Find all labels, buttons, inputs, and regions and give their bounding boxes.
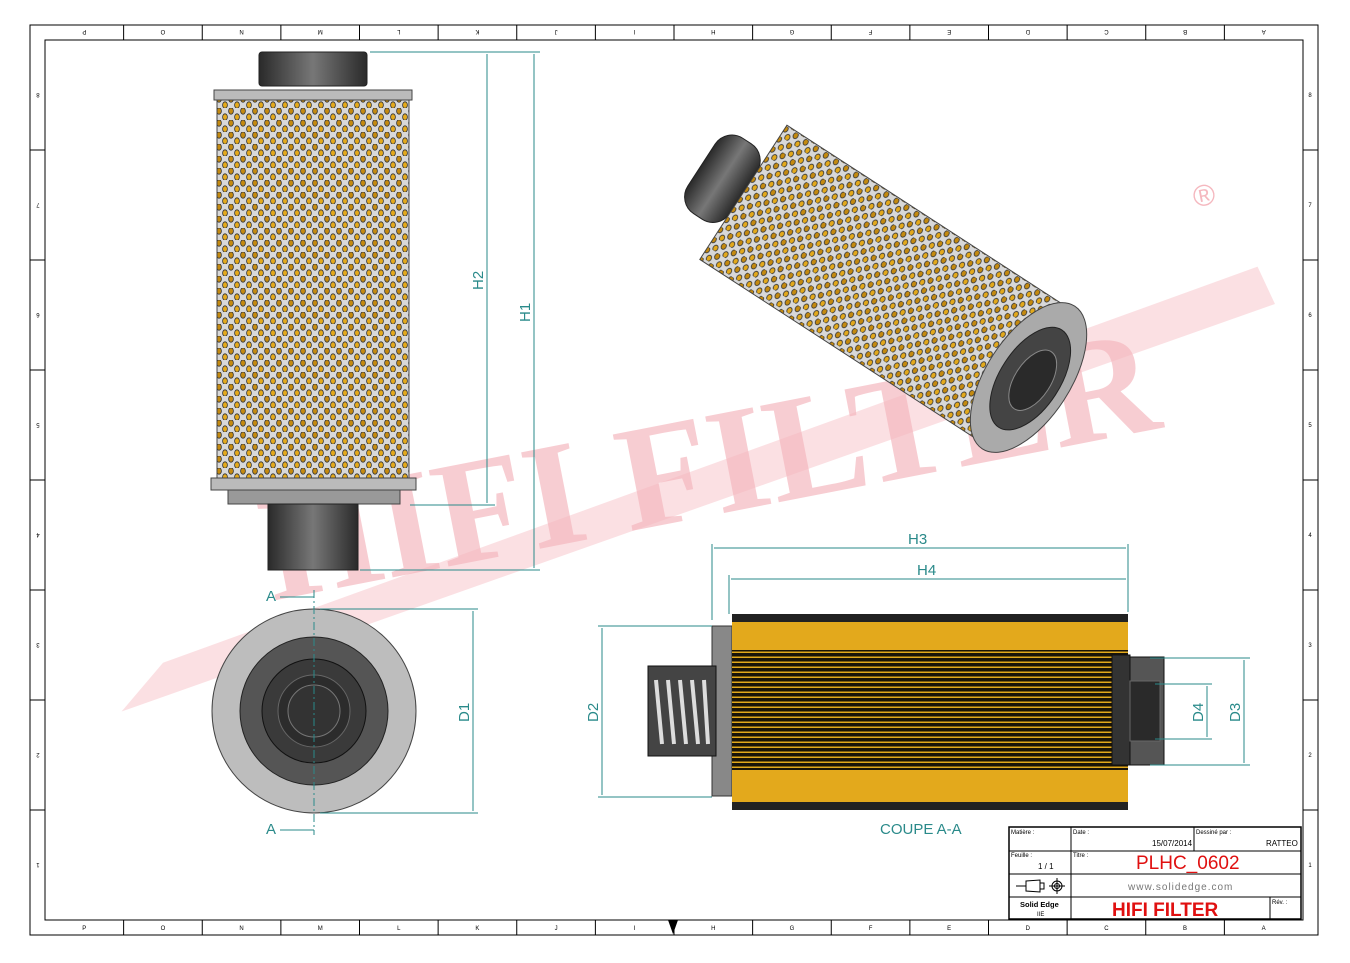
zone-column-label: I [634, 926, 636, 932]
section-marker-top: A [266, 588, 276, 605]
dimension-label-h2: H2 [470, 271, 487, 290]
zone-column-label: J [555, 926, 558, 932]
dimension-label-d4: D4 [1190, 703, 1207, 722]
zone-row-label: 3 [1308, 643, 1312, 649]
zone-column-label: K [475, 926, 479, 932]
zone-column-label-top: F [868, 28, 872, 34]
border-zone-labels: P P O O N N M M L L K K J J I I H H G G F F E E D D C C B B A A 1 1 2 2 3 3 4 4… [30, 25, 1318, 935]
date-label: Date : [1073, 830, 1089, 836]
zone-row-label: 2 [1308, 753, 1312, 759]
zone-column-label: G [790, 926, 795, 932]
zone-column-label-top: I [634, 28, 636, 34]
section-view: H3 H4 D2 D3 D4 COUPE A-A [585, 531, 1250, 838]
zone-row-label: 1 [1308, 863, 1312, 869]
zone-column-label: B [1183, 926, 1187, 932]
zone-column-label: P [82, 926, 86, 932]
sheet-label: Feuille : [1011, 853, 1032, 859]
zone-row-label-left: 2 [36, 751, 40, 757]
website-text: www.solidedge.com [1127, 882, 1233, 893]
zone-row-label-left: 5 [36, 421, 40, 427]
zone-column-label-top: J [555, 28, 558, 34]
dimension-label-d1: D1 [456, 703, 473, 722]
title-label: Titre : [1073, 853, 1088, 859]
zone-row-label: 7 [1308, 203, 1312, 209]
isometric-view [684, 124, 1088, 453]
zone-column-label-top: K [475, 28, 479, 34]
zone-row-label-left: 7 [36, 201, 40, 207]
zone-column-label: A [1262, 926, 1266, 932]
front-view [210, 51, 417, 571]
drawn-by-value: RATTEO [1266, 839, 1298, 848]
title-block: Matière : Date : 15/07/2014 Dessiné par … [1008, 826, 1302, 921]
zone-column-label-top: B [1183, 28, 1187, 34]
dimension-label-h4: H4 [917, 562, 936, 579]
zone-column-label-top: E [947, 28, 951, 34]
zone-column-label-top: G [789, 28, 794, 34]
drawn-by-label: Dessiné par : [1196, 830, 1232, 836]
zone-column-label: C [1104, 926, 1109, 932]
zone-column-label-top: H [711, 28, 715, 34]
revision-label: Rév. : [1272, 900, 1288, 906]
zone-column-label: L [397, 926, 401, 932]
dimension-label-d3: D3 [1227, 703, 1244, 722]
zone-column-label-top: C [1104, 28, 1109, 34]
zone-column-label: E [947, 926, 951, 932]
dimension-h1-h2: H2 H1 [360, 51, 540, 571]
zone-column-label-top: P [82, 28, 86, 34]
dimension-label-h3: H3 [908, 531, 927, 548]
drawing-title: PLHC_0602 [1136, 853, 1240, 874]
software-name: Solid Edge [1020, 900, 1059, 909]
zone-row-label-left: 4 [36, 531, 40, 537]
software-sub: IIE [1037, 912, 1044, 918]
zone-row-label-left: 3 [36, 641, 40, 647]
zone-column-label: F [869, 926, 873, 932]
zone-column-label: D [1026, 926, 1031, 932]
section-title: COUPE A-A [880, 821, 962, 838]
zone-row-label: 8 [1308, 93, 1312, 99]
zone-row-label-left: 6 [36, 311, 40, 317]
date-value: 15/07/2014 [1152, 839, 1193, 848]
zone-column-label-top: A [1262, 28, 1266, 34]
bottom-view: A A D1 [211, 588, 478, 838]
zone-column-label-top: O [160, 28, 165, 34]
center-mark-icon [668, 920, 678, 934]
sheet-value: 1 / 1 [1038, 862, 1054, 871]
zone-column-label-top: D [1025, 28, 1030, 34]
zone-row-label: 5 [1308, 423, 1312, 429]
zone-column-label: N [239, 926, 243, 932]
zone-column-label: H [711, 926, 715, 932]
section-marker-bottom: A [266, 821, 276, 838]
dimension-label-h1: H1 [517, 303, 534, 322]
zone-column-label-top: M [318, 28, 323, 34]
zone-column-label: O [161, 926, 166, 932]
zone-column-label: M [318, 926, 323, 932]
zone-row-label: 6 [1308, 313, 1312, 319]
zone-row-label-left: 8 [36, 91, 40, 97]
dimension-label-d2: D2 [585, 703, 602, 722]
zone-column-label-top: L [396, 28, 400, 34]
zone-column-label-top: N [239, 28, 243, 34]
projection-symbol-icon [1016, 878, 1065, 894]
company-name: HIFI FILTER [1112, 900, 1219, 921]
material-label: Matière : [1011, 830, 1035, 836]
zone-row-label: 4 [1308, 533, 1312, 539]
zone-row-label-left: 1 [36, 861, 40, 867]
